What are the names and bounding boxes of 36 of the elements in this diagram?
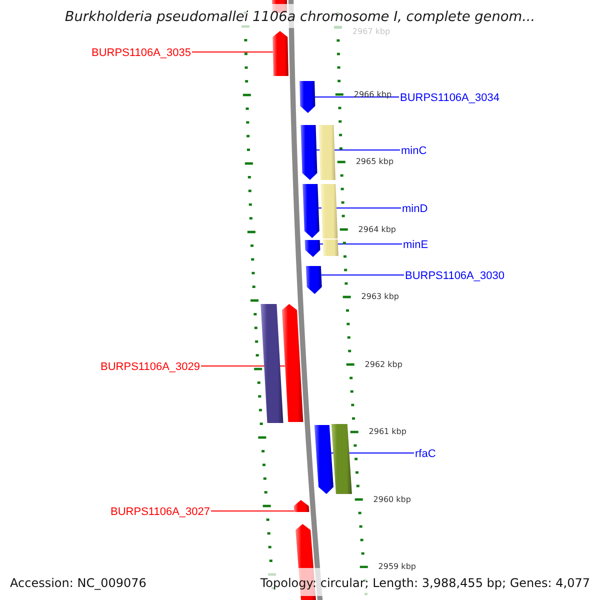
leader-line xyxy=(320,274,404,276)
scale-label: 2966 kbp xyxy=(354,90,392,98)
leader-line xyxy=(314,96,400,98)
scale-label: 2964 kbp xyxy=(358,224,396,234)
gene-bar xyxy=(302,184,320,238)
gene-label: BURPS1106A_3027 xyxy=(110,506,210,518)
gene-bar xyxy=(300,125,318,180)
gene-label: minE xyxy=(403,238,428,250)
gene-bar xyxy=(331,424,352,494)
gene-label: minC xyxy=(401,144,427,156)
gene-bar xyxy=(314,425,334,494)
gene-bar xyxy=(281,304,304,422)
gene-label: BURPS1106A_3035 xyxy=(92,46,191,58)
gene-label: BURPS1106A_3034 xyxy=(400,92,500,104)
gene-bar xyxy=(304,240,321,257)
gene-bar xyxy=(318,125,336,180)
gene-bar xyxy=(305,266,322,294)
scale-label: 2962 kbp xyxy=(364,360,402,368)
leader-line xyxy=(210,510,295,512)
scale-label: 2961 kbp xyxy=(368,427,406,436)
genome-stats-text: Topology: circular; Length: 3,988,455 bp; Genes: 4,077 xyxy=(260,576,590,590)
gene-bar xyxy=(322,239,339,256)
scale-label: 2967 kbp xyxy=(352,27,390,36)
accession-text: Accession: NC_009076 xyxy=(10,576,146,590)
gene-label: minD xyxy=(402,202,428,214)
scale-label: 2960 kbp xyxy=(373,494,411,504)
gene-bar xyxy=(320,184,338,239)
scale-label: 2963 kbp xyxy=(361,292,399,301)
gene-label: BURPS1106A_3029 xyxy=(100,360,200,372)
gene-bar xyxy=(299,81,316,113)
gene-label: rfaC xyxy=(415,448,436,460)
gene-bar xyxy=(260,304,284,423)
gene-label: BURPS1106A_3030 xyxy=(405,270,504,282)
scale-label: 2965 kbp xyxy=(356,157,394,166)
gene-bar xyxy=(293,500,310,512)
scale-label: 2959 kbp xyxy=(378,562,416,571)
